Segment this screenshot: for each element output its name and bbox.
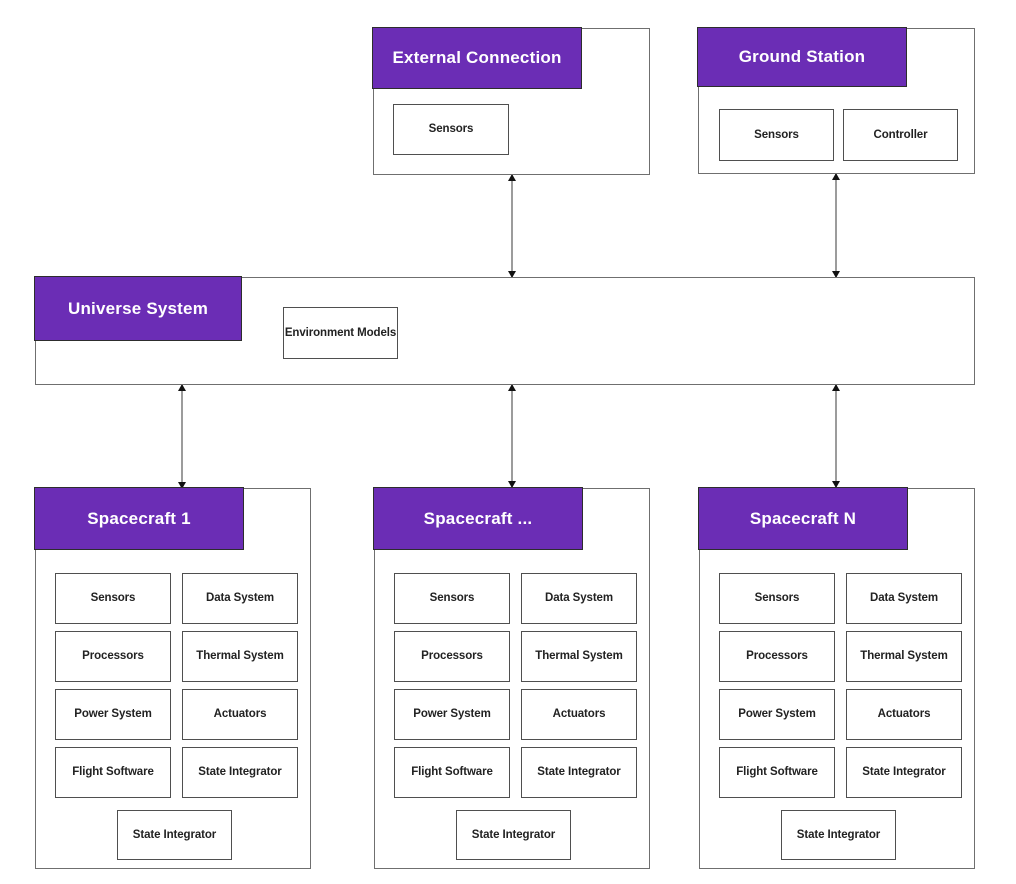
module-state-integrator-2: State Integrator: [117, 810, 232, 860]
arrow-universe-spacecraft-3: [831, 384, 840, 488]
universe-system-header: Universe System: [34, 276, 242, 341]
module-power-system: Power System: [394, 689, 510, 740]
module-flight-software: Flight Software: [394, 747, 510, 798]
module-processors: Processors: [719, 631, 835, 682]
spacecraft-n-header: Spacecraft N: [698, 487, 908, 550]
arrow-ground-universe: [831, 173, 840, 278]
module-state-integrator: State Integrator: [521, 747, 637, 798]
module-data-system: Data System: [521, 573, 637, 624]
module-data-system: Data System: [846, 573, 962, 624]
module-environment-models: Environment Models: [283, 307, 398, 359]
module-power-system: Power System: [719, 689, 835, 740]
external-connection-box: External Connection Sensors: [372, 27, 650, 175]
module-sensors: Sensors: [393, 104, 509, 155]
module-actuators: Actuators: [521, 689, 637, 740]
module-state-integrator: State Integrator: [846, 747, 962, 798]
module-flight-software: Flight Software: [719, 747, 835, 798]
module-flight-software: Flight Software: [55, 747, 171, 798]
module-thermal-system: Thermal System: [182, 631, 298, 682]
arrow-external-universe: [507, 174, 516, 278]
module-processors: Processors: [55, 631, 171, 682]
module-state-integrator-2: State Integrator: [456, 810, 571, 860]
module-sensors: Sensors: [719, 109, 834, 161]
module-sensors: Sensors: [719, 573, 835, 624]
module-power-system: Power System: [55, 689, 171, 740]
module-sensors: Sensors: [394, 573, 510, 624]
module-controller: Controller: [843, 109, 958, 161]
module-state-integrator: State Integrator: [182, 747, 298, 798]
arrow-universe-spacecraft-1: [177, 384, 186, 489]
arrow-universe-spacecraft-2: [507, 384, 516, 488]
spacecraft-ellipsis-header: Spacecraft ...: [373, 487, 583, 550]
module-thermal-system: Thermal System: [521, 631, 637, 682]
module-actuators: Actuators: [846, 689, 962, 740]
module-sensors: Sensors: [55, 573, 171, 624]
spacecraft-1-header: Spacecraft 1: [34, 487, 244, 550]
universe-system-box: Universe System Environment Models: [34, 276, 975, 385]
ground-station-box: Ground Station Sensors Controller: [697, 27, 975, 174]
module-thermal-system: Thermal System: [846, 631, 962, 682]
module-state-integrator-2: State Integrator: [781, 810, 896, 860]
module-actuators: Actuators: [182, 689, 298, 740]
module-processors: Processors: [394, 631, 510, 682]
spacecraft-ellipsis-box: Spacecraft ... Sensors Data System Proce…: [373, 487, 650, 869]
ground-station-header: Ground Station: [697, 27, 907, 87]
module-data-system: Data System: [182, 573, 298, 624]
external-connection-header: External Connection: [372, 27, 582, 89]
spacecraft-1-box: Spacecraft 1 Sensors Data System Process…: [34, 487, 311, 869]
spacecraft-n-box: Spacecraft N Sensors Data System Process…: [698, 487, 975, 869]
